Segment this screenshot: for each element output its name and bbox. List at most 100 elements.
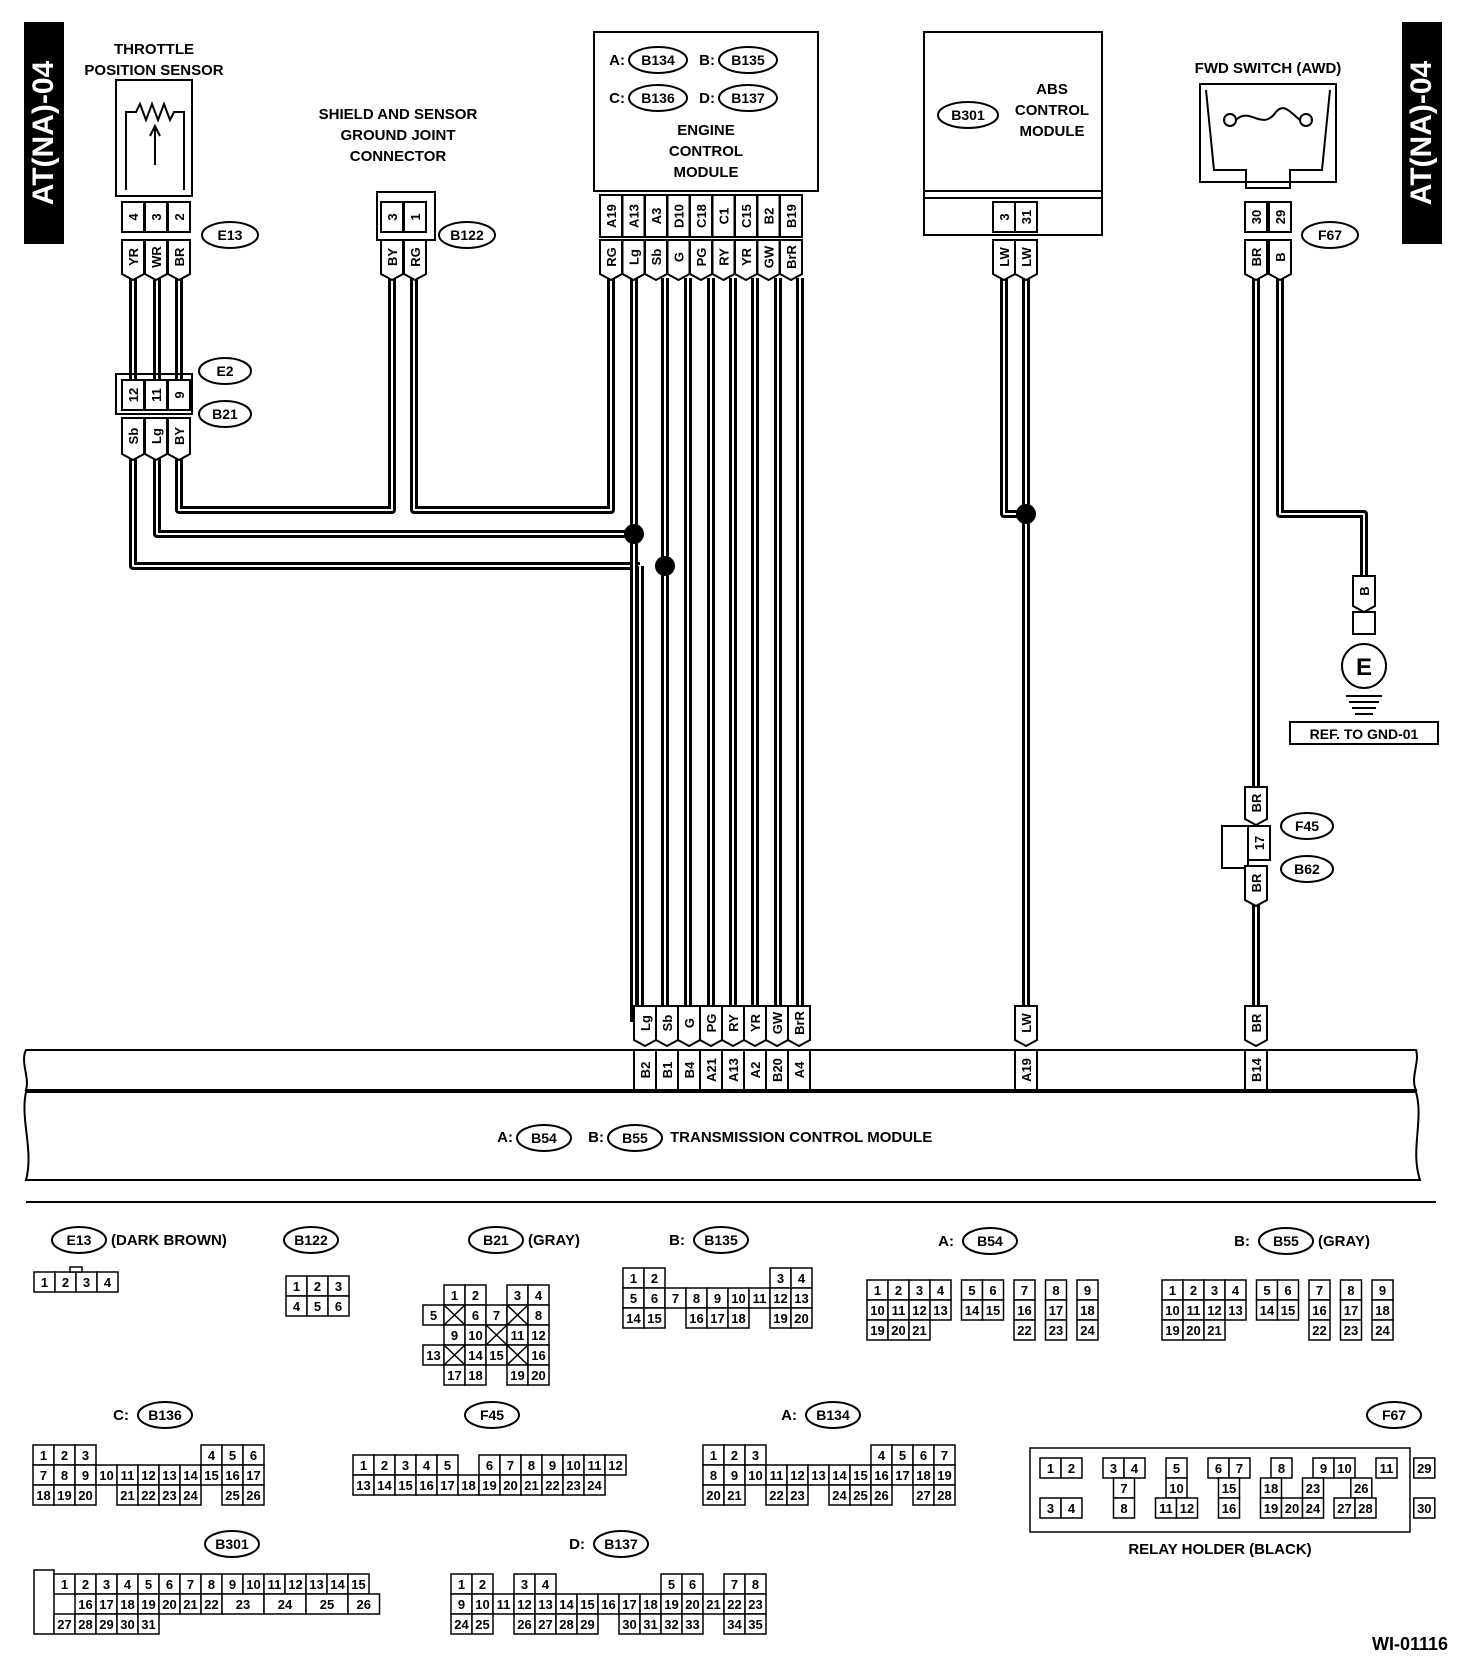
b21-cross bbox=[443, 1304, 466, 1326]
b55-cell-label: 22 bbox=[1312, 1323, 1326, 1338]
ecm-connector-letter: D: bbox=[699, 90, 715, 107]
b301-cell-label: 26 bbox=[357, 1597, 371, 1612]
b136-cell bbox=[242, 1484, 265, 1506]
b136-cell-label: 19 bbox=[57, 1488, 71, 1503]
f45-cell-label: 5 bbox=[444, 1458, 451, 1473]
view-note: (DARK BROWN) bbox=[111, 1232, 227, 1249]
f67-cell-label: 24 bbox=[1306, 1501, 1321, 1516]
b301-cell-label: 6 bbox=[166, 1577, 173, 1592]
fwd-wire-color: BR bbox=[1249, 247, 1264, 266]
b55-cell-label: 8 bbox=[1347, 1283, 1354, 1298]
tcm-pin: A21 bbox=[704, 1058, 719, 1082]
b136-cell-label: 23 bbox=[162, 1488, 176, 1503]
b136-cell-label: 16 bbox=[225, 1468, 239, 1483]
b54-cell-label: 16 bbox=[1017, 1303, 1031, 1318]
b135-cell-label: 1 bbox=[630, 1271, 637, 1286]
b55-cell-label: 21 bbox=[1207, 1323, 1221, 1338]
fwd-wire-tag bbox=[1244, 239, 1268, 282]
b136-cell-label: 10 bbox=[99, 1468, 113, 1483]
tcm-connector-letter: A: bbox=[497, 1129, 513, 1146]
f67-cell-label: 1 bbox=[1047, 1461, 1054, 1476]
view-connector-oval bbox=[1258, 1227, 1314, 1255]
shield-pin: 3 bbox=[385, 213, 400, 220]
b137-cell-label: 27 bbox=[538, 1617, 552, 1632]
b54-cell-label: 14 bbox=[965, 1303, 980, 1318]
f67-cell-label: 8 bbox=[1120, 1501, 1127, 1516]
b301-cell-label: 21 bbox=[183, 1597, 197, 1612]
b21-cell-label: 4 bbox=[535, 1288, 543, 1303]
abs-pin: 31 bbox=[1019, 210, 1034, 224]
b301-cell-label: 19 bbox=[141, 1597, 155, 1612]
b137-cell bbox=[681, 1613, 704, 1635]
b134-cell-label: 5 bbox=[899, 1448, 906, 1463]
tcm-wire-tag bbox=[743, 1005, 767, 1048]
f67-cell-label: 9 bbox=[1320, 1461, 1327, 1476]
f45-cell-label: 14 bbox=[377, 1478, 392, 1493]
ground-symbol: E bbox=[1356, 654, 1372, 681]
b21-cell-label: 15 bbox=[489, 1348, 503, 1363]
b55-cell-label: 14 bbox=[1260, 1303, 1275, 1318]
b137-cell-label: 1 bbox=[458, 1577, 465, 1592]
b21-cell-label: 13 bbox=[426, 1348, 440, 1363]
f45-cell-label: 12 bbox=[608, 1458, 622, 1473]
tcm-pin: A13 bbox=[726, 1058, 741, 1082]
b301-cell-label: 29 bbox=[99, 1617, 113, 1632]
b137-cell-label: 20 bbox=[685, 1597, 699, 1612]
tps-wire-tag bbox=[121, 239, 145, 282]
ecm-wire-color: BrR bbox=[784, 244, 799, 268]
wire bbox=[175, 278, 396, 514]
f45-cell-label: 11 bbox=[588, 1458, 602, 1473]
shield-connector-oval bbox=[438, 221, 496, 249]
f67-cell-label: 15 bbox=[1222, 1481, 1236, 1496]
e13-key bbox=[69, 1266, 83, 1273]
joint-connector-b21-oval bbox=[198, 400, 252, 428]
shield-pin: 1 bbox=[408, 213, 423, 220]
tcm-wire-tag bbox=[1014, 1005, 1038, 1048]
inline-top-wire-color: BR bbox=[1249, 793, 1264, 812]
f45-cell-label: 7 bbox=[507, 1458, 514, 1473]
b21-cell-label: 10 bbox=[468, 1328, 482, 1343]
tcm-pin: B4 bbox=[682, 1061, 697, 1078]
wire bbox=[1276, 278, 1368, 580]
view-connector: B137 bbox=[604, 1536, 638, 1552]
ecm-wire-color: Lg bbox=[627, 249, 642, 265]
b137-cell-label: 21 bbox=[706, 1597, 720, 1612]
b137-cell-label: 10 bbox=[475, 1597, 489, 1612]
b137-cell-label: 3 bbox=[521, 1577, 528, 1592]
f67-cell-label: 19 bbox=[1264, 1501, 1278, 1516]
tps-wire-tag bbox=[167, 239, 191, 282]
ecm-wire-tag bbox=[666, 239, 691, 282]
b136-cell-label: 7 bbox=[40, 1468, 47, 1483]
b135-cell-label: 16 bbox=[689, 1311, 703, 1326]
wire-core bbox=[178, 278, 393, 511]
b55-cell-label: 2 bbox=[1190, 1283, 1197, 1298]
b122-cell-label: 5 bbox=[314, 1299, 321, 1314]
ecm-wire-tag bbox=[734, 239, 758, 282]
b54-cell-label: 19 bbox=[870, 1323, 884, 1338]
b135-cell-label: 10 bbox=[731, 1291, 745, 1306]
b136-cell-label: 17 bbox=[246, 1468, 260, 1483]
tps-box bbox=[115, 79, 193, 197]
b134-cell-label: 22 bbox=[769, 1488, 783, 1503]
b134-cell-label: 6 bbox=[920, 1448, 927, 1463]
b134-cell-label: 11 bbox=[770, 1468, 784, 1483]
tcm-wire-tag bbox=[787, 1005, 811, 1048]
f45-cell-label: 18 bbox=[461, 1478, 475, 1493]
tcm-pin: A4 bbox=[792, 1061, 807, 1078]
fwd-pin-box bbox=[1244, 201, 1268, 233]
ecm-connector-oval bbox=[628, 46, 688, 74]
b21-cell-label: 3 bbox=[514, 1288, 521, 1303]
b55-cell-label: 13 bbox=[1228, 1303, 1242, 1318]
b21-cell-label: 19 bbox=[510, 1368, 524, 1383]
tcm-body bbox=[23, 1049, 1422, 1181]
b301-cell-label: 16 bbox=[78, 1597, 92, 1612]
b54-cell-label: 8 bbox=[1052, 1283, 1059, 1298]
b301-cell-label: 20 bbox=[162, 1597, 176, 1612]
b137-cell-label: 6 bbox=[689, 1577, 696, 1592]
b136-cell-label: 25 bbox=[225, 1488, 239, 1503]
b301-cell-label: 13 bbox=[309, 1577, 323, 1592]
view-prefix: A: bbox=[781, 1407, 797, 1424]
f67-cell-label: 27 bbox=[1337, 1501, 1351, 1516]
tps-pin-box bbox=[167, 201, 191, 233]
f45-cell-label: 3 bbox=[402, 1458, 409, 1473]
